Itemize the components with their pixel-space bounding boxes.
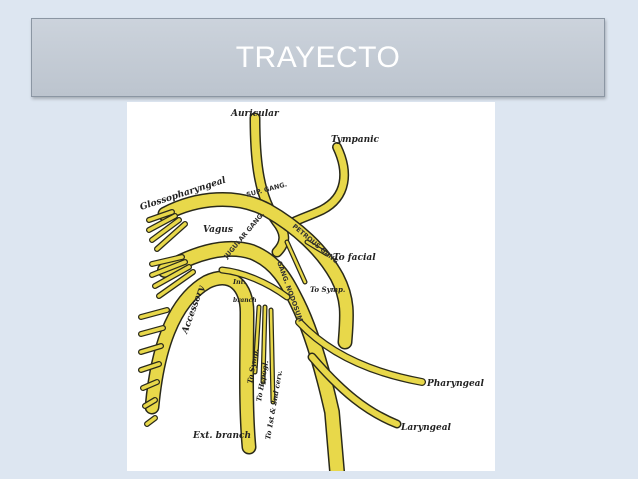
nerve-paths bbox=[138, 112, 426, 471]
label-to-symp-right: To Symp. bbox=[310, 285, 345, 294]
label-ext-branch: Ext. branch bbox=[192, 431, 251, 441]
slide-title: TRAYECTO bbox=[235, 40, 401, 74]
label-to-facial: To facial bbox=[333, 253, 376, 263]
label-pharyngeal: Pharyngeal bbox=[426, 379, 485, 389]
label-auricular: Auricular bbox=[230, 109, 280, 119]
nerve-diagram: Auricular Tympanic Glossopharyngeal SUP.… bbox=[138, 109, 485, 471]
label-int: Int. bbox=[232, 278, 246, 286]
slide-title-bar: TRAYECTO bbox=[31, 18, 605, 97]
label-tympanic: Tympanic bbox=[331, 135, 380, 145]
label-branch: branch bbox=[233, 297, 257, 304]
label-vagus: Vagus bbox=[203, 225, 233, 235]
nerve-diagram-figure: Auricular Tympanic Glossopharyngeal SUP.… bbox=[127, 102, 495, 471]
label-laryngeal: Laryngeal bbox=[400, 423, 452, 433]
